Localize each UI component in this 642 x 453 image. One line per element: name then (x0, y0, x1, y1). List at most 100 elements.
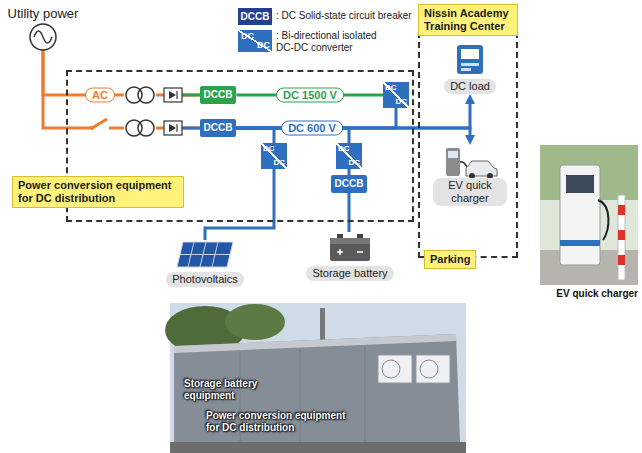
power-line (236, 128, 274, 143)
transformer-symbol (124, 86, 156, 137)
ev-charger-photo (618, 230, 625, 240)
source-label: Utility power (0, 6, 86, 22)
photo-label: Storage battery equipment (184, 378, 276, 402)
site-photo (170, 442, 466, 453)
site-photo (165, 303, 466, 453)
dc-load-icon (461, 49, 479, 59)
pv-panel-icon (180, 254, 230, 255)
power-source: Utility power (0, 6, 86, 50)
converter-label: DC (395, 97, 407, 107)
legend-symbol-text: DC (254, 40, 270, 50)
converter-label: DC (338, 144, 350, 154)
site-photo (382, 360, 400, 378)
ev-charger-icon (446, 148, 497, 179)
photo-caption: EV quick charger (540, 288, 638, 300)
converter-label: DC (263, 144, 275, 154)
ev-charger-icon (448, 151, 458, 158)
region-heading: Nissin Academy Training Center (418, 4, 518, 36)
ev-charger-icon (446, 148, 460, 176)
site-photo (365, 346, 366, 443)
transformer-symbol (124, 86, 156, 104)
ev-charger-photo (598, 200, 608, 240)
power-line (205, 169, 274, 240)
switch-symbol (90, 126, 94, 130)
photo-label: Power conversion equipment for DC distri… (206, 410, 358, 434)
line-label: AC (85, 88, 115, 103)
switch-symbol (92, 119, 107, 128)
dc-load-icon (461, 63, 479, 66)
converter-label: DC (273, 158, 285, 168)
device-label: DC load (444, 79, 496, 94)
battery-icon (337, 234, 343, 238)
ac-source-symbol (30, 24, 56, 50)
battery-icon (330, 238, 370, 261)
ac-source-symbol (34, 31, 52, 43)
switch-symbol (90, 119, 109, 133)
rectifier-symbol (164, 121, 182, 135)
breaker-label: DCCB (204, 122, 233, 134)
battery-icon (330, 238, 370, 244)
ev-charger-photo (618, 255, 625, 265)
line-label: DC 600 V (281, 121, 343, 136)
charger-device: EV quick charger (430, 145, 510, 206)
transformer-symbol (138, 120, 154, 136)
ev-charger-photo (566, 175, 594, 193)
legend-symbol-text: DCCB (238, 8, 272, 25)
legend-text: : Bi-directional isolated DC-DC converte… (276, 30, 388, 54)
site-photo (225, 304, 285, 340)
rectifier-symbol (169, 91, 176, 99)
rectifier-symbol (176, 91, 177, 99)
site-photo (416, 355, 450, 383)
dc-load-icon (461, 68, 471, 71)
power-line (348, 193, 351, 232)
line-label: DC 1500 V (276, 88, 344, 103)
breaker-box: DCCB (200, 119, 237, 137)
battery-icon (330, 234, 370, 261)
legend-text: : DC Solid-state circuit breaker (276, 10, 412, 22)
ev-charger-photo (540, 145, 638, 285)
ev-charger-photo (540, 145, 638, 285)
breaker-box: DCCB (200, 86, 237, 104)
battery-icon (337, 249, 363, 255)
region-heading: Power conversion equipment for DC distri… (12, 176, 184, 208)
region-heading: Parking (424, 250, 476, 269)
converter-box: DCDC (336, 143, 362, 169)
load-device: DC load (430, 44, 510, 94)
rectifier-symbol (164, 88, 182, 102)
rectifier-symbol (176, 124, 177, 132)
breaker-label: DCCB (204, 89, 233, 101)
pv-panel-icon (177, 242, 233, 267)
ev-charger-photo (618, 205, 625, 215)
power-line (236, 101, 470, 128)
device-label: EV quick charger (433, 178, 507, 206)
dc-load-icon (457, 45, 483, 74)
battery-device: Storage battery (298, 232, 402, 281)
device-label: Photovoltaics (166, 272, 243, 287)
site-region: Nissin Academy Training CenterParkingDC … (418, 32, 518, 258)
transformer-symbol (124, 119, 156, 137)
ev-charger-photo (560, 240, 600, 246)
converter-label: DC (385, 83, 397, 93)
ev-charger-photo (560, 165, 600, 265)
ac-source-symbol (30, 24, 56, 50)
converter-box: DC DC (261, 143, 287, 169)
pv-panel-icon (177, 242, 233, 267)
site-photo (300, 349, 301, 443)
device-label: Storage battery (306, 266, 393, 281)
converter-box: DC DC (383, 82, 409, 108)
site-photo (320, 308, 325, 343)
legend-symbol-text: DC (241, 31, 254, 41)
ev-charger-photo (618, 195, 625, 280)
dc-load-icon (457, 45, 483, 74)
site-photo (378, 355, 412, 383)
breaker-label: DCCB (335, 178, 364, 190)
rectifier-symbol (169, 124, 176, 132)
site-photo (420, 360, 438, 378)
pv-device: Photovoltaics (155, 240, 255, 287)
site-photo (174, 334, 456, 353)
site-photo (174, 334, 460, 446)
breaker-box: DCCB (331, 175, 368, 193)
battery-icon (357, 234, 363, 238)
